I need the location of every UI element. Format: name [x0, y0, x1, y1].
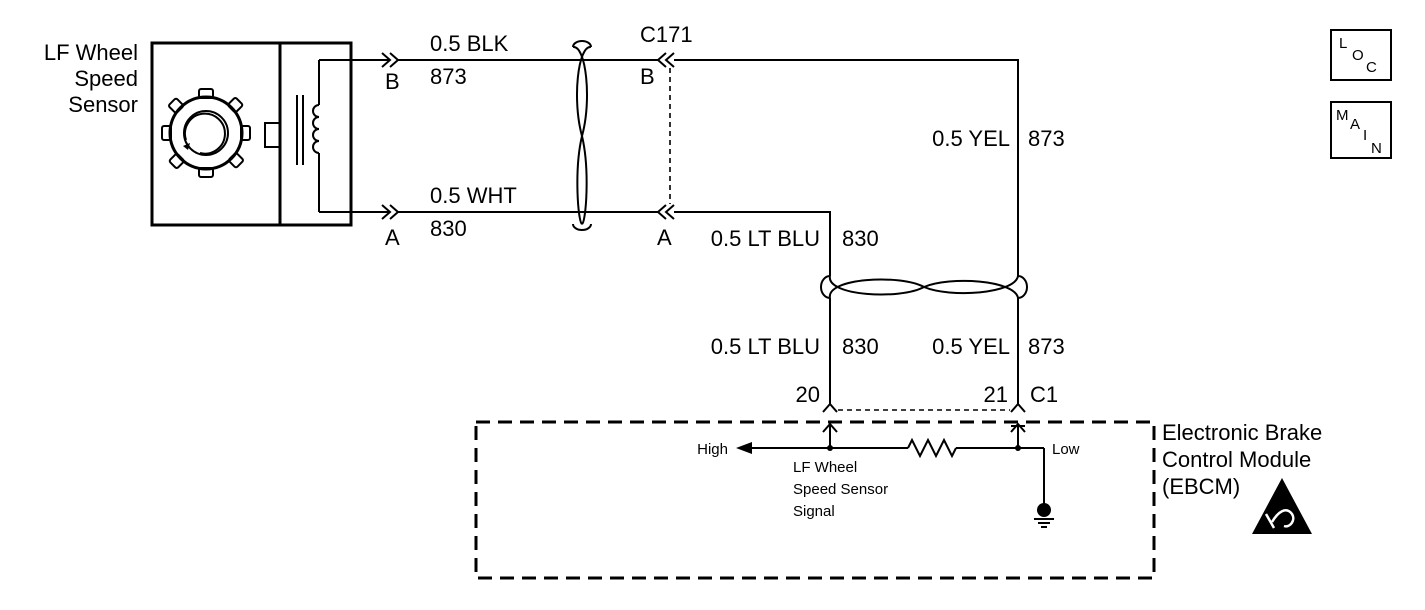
- c171-pin-a-female: [656, 204, 675, 220]
- loc-letter-c: C: [1366, 59, 1377, 76]
- high-arrow: [736, 442, 752, 454]
- signal-label-line3: Signal: [793, 503, 835, 520]
- connector-c1-label: C1: [1030, 382, 1058, 407]
- ebcm-title-line3: (EBCM): [1162, 474, 1240, 499]
- wire-ltblu-upper-circuit: 830: [842, 226, 879, 251]
- sensor-pin-b: B: [385, 69, 400, 94]
- resistor-icon: [907, 437, 957, 459]
- wire-yel-upper-gauge: 0.5 YEL: [932, 126, 1010, 151]
- ebcm-high-label: High: [697, 441, 728, 458]
- wire-yel-873-upper: [674, 59, 1019, 276]
- wire-wht-circuit: 830: [430, 216, 467, 241]
- sensor-title-line3: Sensor: [68, 92, 138, 117]
- coil-icon: [312, 60, 320, 212]
- ebcm-module-box: [474, 420, 1156, 580]
- main-button[interactable]: M A I N: [1330, 101, 1392, 159]
- wire-ltblu-lower-circuit: 830: [842, 334, 879, 359]
- wheel-speed-sensor: LF Wheel Speed Sensor: [44, 40, 353, 227]
- twisted-pair-symbol-horizontal: [820, 275, 1028, 299]
- sensor-title-line1: LF Wheel: [44, 40, 138, 65]
- wire-wht-gauge: 0.5 WHT: [430, 183, 517, 208]
- wire-ltblu-830-upper: [674, 211, 831, 276]
- wire-ltblu-upper-gauge: 0.5 LT BLU: [711, 226, 820, 251]
- c1-pin-21: 21: [984, 382, 1008, 407]
- ground-icon: [1034, 503, 1054, 528]
- wire-yel-lower-circuit: 873: [1028, 334, 1065, 359]
- pole-piece: [264, 122, 281, 148]
- main-letter-a: A: [1350, 116, 1360, 133]
- ebcm-low-label: Low: [1052, 441, 1080, 458]
- c1-female-terminals: [822, 402, 1026, 413]
- ebcm-title-line1: Electronic Brake: [1162, 420, 1322, 445]
- c1-pin-20-male: [822, 422, 838, 448]
- c1-pin-21-male: [1010, 422, 1026, 448]
- twisted-pair-symbol: [572, 40, 592, 231]
- signal-label-line1: LF Wheel: [793, 459, 857, 476]
- sensor-pin-a: A: [385, 225, 400, 250]
- wire-blk-gauge: 0.5 BLK: [430, 31, 509, 56]
- c171-pin-a: A: [657, 225, 672, 250]
- sensor-coil-housing: [278, 41, 353, 227]
- esd-warning-icon: [1252, 478, 1312, 534]
- ebcm-title-line2: Control Module: [1162, 447, 1311, 472]
- main-letter-n: N: [1371, 140, 1382, 157]
- loc-button[interactable]: L O C: [1330, 29, 1392, 81]
- connector-c171-label: C171: [640, 22, 693, 47]
- wire-ltblu-lower-gauge: 0.5 LT BLU: [711, 334, 820, 359]
- loc-letter-o: O: [1352, 47, 1364, 64]
- wire-yel-lower-gauge: 0.5 YEL: [932, 334, 1010, 359]
- c171-pin-b: B: [640, 64, 655, 89]
- main-letter-m: M: [1336, 107, 1349, 124]
- sensor-title-line2: Speed: [74, 66, 138, 91]
- wire-blk-circuit: 873: [430, 64, 467, 89]
- c171-pin-b-female: [656, 52, 675, 68]
- tone-wheel-icon: [161, 88, 251, 178]
- c1-pin-20: 20: [796, 382, 820, 407]
- loc-letter-l: L: [1339, 35, 1347, 52]
- signal-label-line2: Speed Sensor: [793, 481, 888, 498]
- main-letter-i: I: [1363, 127, 1367, 144]
- wire-yel-upper-circuit: 873: [1028, 126, 1065, 151]
